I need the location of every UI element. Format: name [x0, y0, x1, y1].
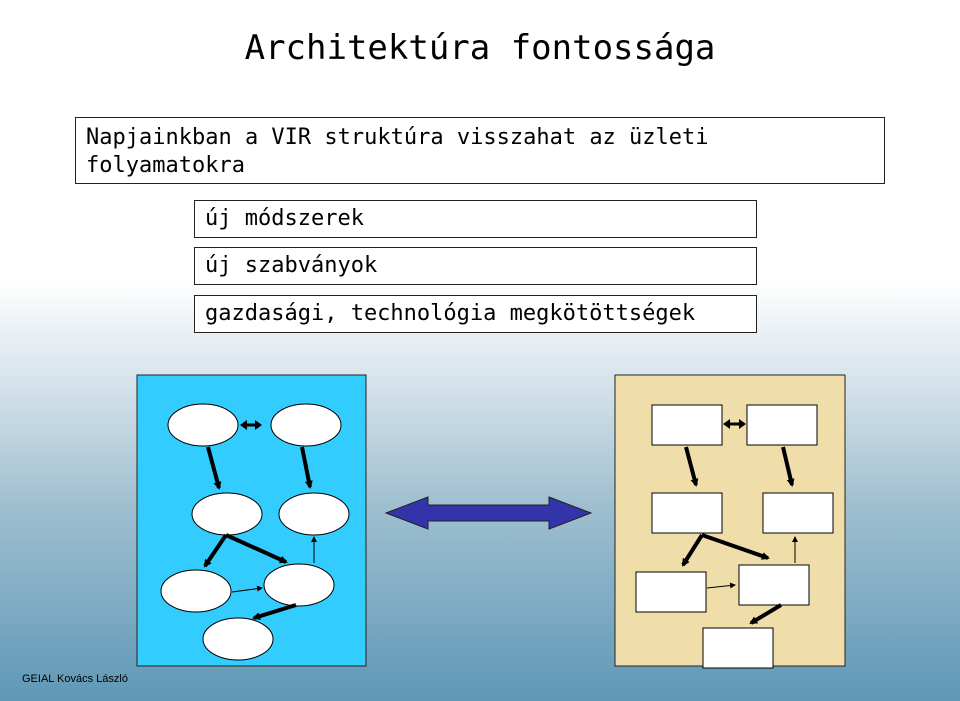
- page-title: Architektúra fontossága: [244, 28, 716, 68]
- item-box-3: gazdasági, technológia megkötöttségek: [194, 295, 757, 333]
- process-node-5: [160, 569, 232, 613]
- process-node-3: [191, 492, 263, 536]
- process-node-6: [263, 563, 335, 607]
- process-node-2: [270, 403, 342, 447]
- system-module-7: [702, 627, 774, 669]
- process-node-4: [278, 492, 350, 536]
- system-module-1: [651, 404, 723, 446]
- system-module-2: [746, 404, 818, 446]
- system-module-6: [738, 564, 810, 606]
- system-module-4: [762, 492, 834, 534]
- main-statement-box: Napjainkban a VIR struktúra visszahat az…: [75, 117, 885, 184]
- item-box-2: új szabványok: [194, 247, 757, 285]
- system-module-5: [635, 571, 707, 613]
- item-box-1: új módszerek: [194, 200, 757, 238]
- double-arrow-icon: [384, 496, 593, 530]
- process-node-1: [167, 403, 239, 447]
- system-module-3: [651, 492, 723, 534]
- footer-author: GEIAL Kovács László: [22, 673, 128, 685]
- process-node-7: [202, 617, 274, 661]
